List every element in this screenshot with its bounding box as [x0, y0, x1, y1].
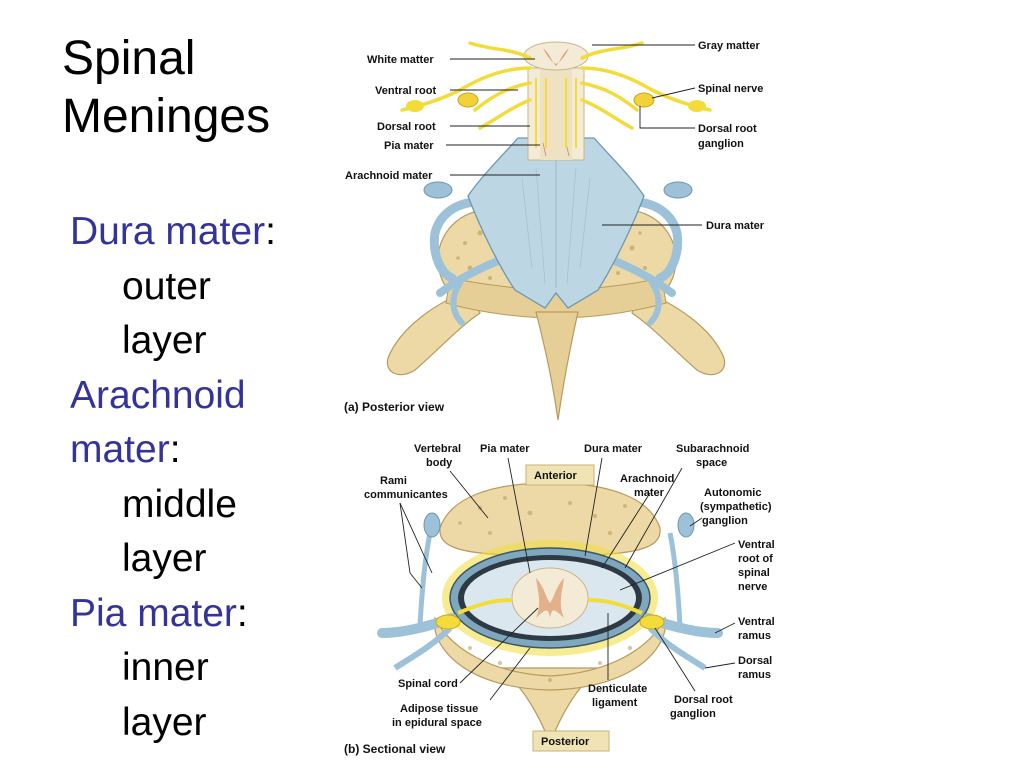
- label-ventral-root-b-1: Ventral: [738, 539, 775, 551]
- label-vertebral-body-2: body: [426, 457, 453, 469]
- label-subarachnoid-1: Subarachnoid: [676, 443, 749, 455]
- desc-line: layer: [122, 319, 207, 362]
- label-ventral-ramus-1: Ventral: [738, 616, 775, 628]
- label-dorsal-root: Dorsal root: [377, 121, 436, 133]
- label-dorsal-root-ganglion-1: Dorsal root: [698, 123, 757, 135]
- label-denticulate-1: Denticulate: [588, 683, 647, 695]
- slide-title: Spinal Meninges: [62, 30, 342, 146]
- desc-line: inner: [122, 646, 209, 689]
- label-dura-mater: Dura mater: [706, 220, 765, 232]
- label-adipose-2: in epidural space: [392, 717, 482, 729]
- label-dorsal-ramus-2: ramus: [738, 669, 771, 681]
- posterior-labels: White matter Gray matter Ventral root Sp…: [344, 40, 765, 414]
- label-ventral-root-b-2: root of: [738, 553, 773, 565]
- posterior-leader-lines: [446, 44, 702, 226]
- label-dura-mater-b: Dura mater: [584, 443, 643, 455]
- caption-posterior-view: (a) Posterior view: [344, 400, 445, 414]
- label-autonomic-1: Autonomic: [704, 487, 761, 499]
- term-arachnoid: Arachnoid: [70, 373, 246, 417]
- label-white-matter: White matter: [367, 54, 434, 66]
- label-gray-matter: Gray matter: [698, 40, 760, 52]
- caption-sectional-view: (b) Sectional view: [344, 742, 446, 756]
- label-spinal-nerve: Spinal nerve: [698, 83, 763, 95]
- term-dura-mater: Dura mater: [70, 210, 266, 253]
- label-pia-mater: Pia mater: [384, 140, 434, 152]
- sectional-labels: Vertebral body Pia mater Dura mater Suba…: [344, 443, 775, 756]
- label-adipose-1: Adipose tissue: [400, 703, 478, 715]
- label-subarachnoid-2: space: [696, 457, 727, 469]
- term-mater: mater: [70, 428, 170, 471]
- label-dorsal-root-ganglion-b-2: ganglion: [670, 708, 716, 720]
- label-arachnoid-b-2: mater: [634, 487, 665, 499]
- label-rami-2: communicantes: [364, 489, 448, 501]
- sectional-view-illustration: [377, 464, 723, 752]
- desc-line: outer: [122, 264, 211, 308]
- title-line-1: Spinal: [62, 32, 196, 85]
- spinal-meninges-figure: White matter Gray matter Ventral root Sp…: [340, 28, 800, 763]
- term-pia-mater: Pia mater: [70, 591, 237, 635]
- label-dorsal-root-ganglion-b-1: Dorsal root: [674, 694, 733, 706]
- desc-line: layer: [122, 700, 207, 744]
- label-spinal-cord: Spinal cord: [398, 678, 458, 690]
- label-arachnoid-mater: Arachnoid mater: [345, 170, 433, 182]
- label-arachnoid-b-1: Arachnoid: [620, 473, 674, 485]
- anatomy-illustration: White matter Gray matter Ventral root Sp…: [344, 40, 775, 756]
- label-ventral-root: Ventral root: [375, 85, 436, 97]
- label-autonomic-2: (sympathetic): [700, 501, 772, 513]
- label-vertebral-body-1: Vertebral: [414, 443, 461, 455]
- label-ventral-root-b-3: spinal: [738, 567, 770, 579]
- posterior-view-illustration: [386, 41, 726, 421]
- sectional-leader-lines: [399, 457, 736, 701]
- desc-line: layer: [122, 537, 207, 580]
- label-posterior: Posterior: [541, 736, 590, 748]
- title-line-2: Meninges: [62, 90, 271, 143]
- label-ventral-ramus-2: ramus: [738, 630, 771, 642]
- desc-line: middle: [122, 482, 237, 526]
- label-dorsal-root-ganglion-2: ganglion: [698, 138, 744, 150]
- layer-item-pia: Pia mater: inner layer: [70, 587, 345, 751]
- label-anterior: Anterior: [534, 470, 578, 482]
- layer-item-dura: Dura mater: outer layer: [70, 205, 345, 369]
- label-rami-1: Rami: [380, 475, 407, 487]
- layer-item-arachnoid: Arachnoid mater: middle layer: [70, 369, 345, 587]
- label-ventral-root-b-4: nerve: [738, 581, 767, 593]
- label-dorsal-ramus-1: Dorsal: [738, 655, 772, 667]
- label-pia-mater-b: Pia mater: [480, 443, 530, 455]
- label-denticulate-2: ligament: [592, 697, 638, 709]
- meninges-layer-list: Dura mater: outer layer Arachnoid mater:…: [70, 205, 345, 750]
- label-autonomic-3: ganglion: [702, 515, 748, 527]
